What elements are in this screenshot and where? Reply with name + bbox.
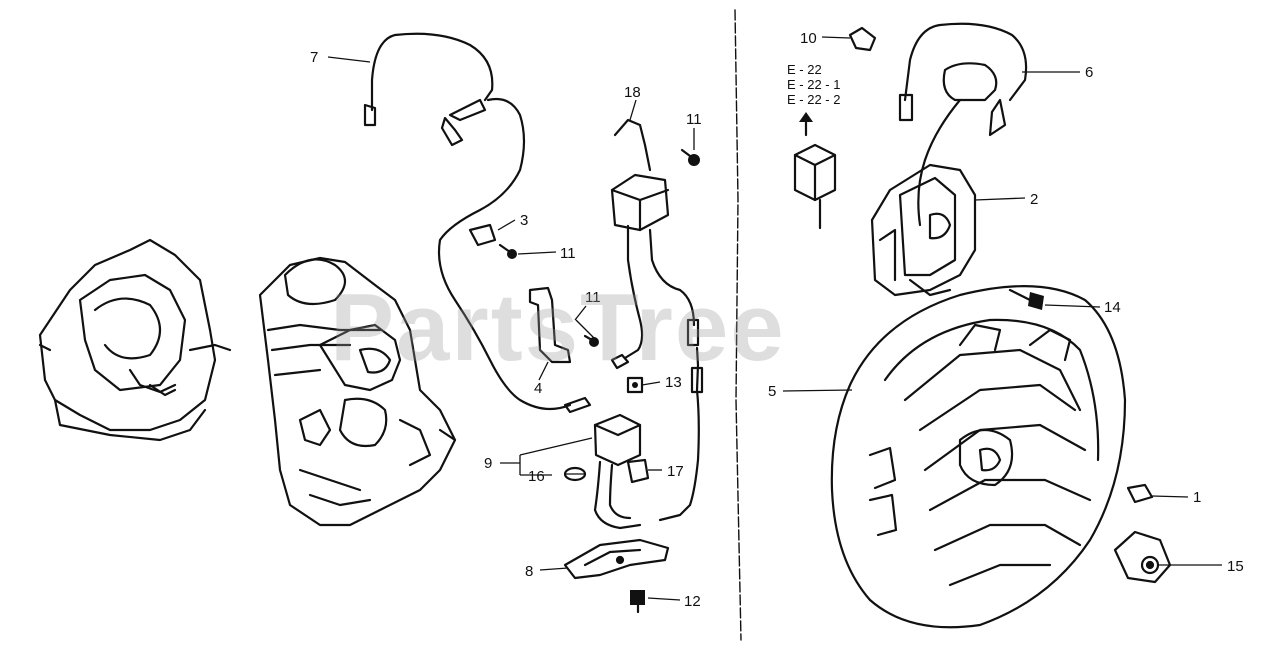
spark-plug-wire-6-part <box>898 22 1028 227</box>
wire-lead-part <box>658 346 704 522</box>
ref-code-3: E - 22 - 2 <box>787 92 840 107</box>
callout-17: 17 <box>667 463 684 480</box>
callout-15: 15 <box>1227 558 1244 575</box>
callout-16: 16 <box>528 468 545 485</box>
callout-11-c: 11 <box>686 111 702 128</box>
callout-10: 10 <box>800 30 817 47</box>
callout-1: 1 <box>1193 489 1201 506</box>
reference-arrow <box>799 112 813 137</box>
reference-codes: E - 22 E - 22 - 1 E - 22 - 2 <box>787 62 840 107</box>
key-1-part <box>1126 483 1154 504</box>
bolt-11-upper <box>498 243 517 259</box>
crankcase-cover-part <box>38 238 232 442</box>
grommet-16-part <box>563 466 587 482</box>
bolt-11-top <box>680 148 700 166</box>
callout-labels: 7 3 11 11 11 4 18 13 9 16 17 8 12 10 6 2… <box>310 30 1244 610</box>
mounting-plate-8-part <box>563 538 670 580</box>
bolt-14-part <box>1008 288 1044 310</box>
callout-4: 4 <box>534 380 542 397</box>
nut-15-part <box>1113 530 1172 584</box>
callout-11-b: 11 <box>585 289 601 306</box>
callout-18: 18 <box>624 84 641 101</box>
callout-7: 7 <box>310 49 318 66</box>
coil-module-18-part <box>610 118 700 370</box>
callout-9: 9 <box>484 455 492 472</box>
section-divider <box>734 9 742 641</box>
callout-2: 2 <box>1030 191 1038 208</box>
callout-11-a: 11 <box>560 245 576 262</box>
stop-switch-bracket-part <box>528 286 572 364</box>
ref-code-1: E - 22 <box>787 62 822 77</box>
ignition-module-2-part <box>870 163 977 297</box>
callout-8: 8 <box>525 563 533 580</box>
ref-code-2: E - 22 - 1 <box>787 77 840 92</box>
callout-5: 5 <box>768 383 776 400</box>
ignition-coil-9-part <box>593 413 642 530</box>
callout-6: 6 <box>1085 64 1093 81</box>
screw-12-part <box>630 590 645 614</box>
ground-terminal-10-part <box>848 26 877 52</box>
callout-14: 14 <box>1104 299 1121 316</box>
coil-connector-part <box>793 143 837 230</box>
nut-13-part <box>626 376 644 394</box>
cap-17-part <box>626 458 650 484</box>
leader-lines <box>327 36 1222 601</box>
ignition-wire-part <box>363 32 592 414</box>
callout-3: 3 <box>520 212 528 229</box>
watermark: PartsTree <box>330 274 786 381</box>
callout-12: 12 <box>684 593 701 610</box>
flywheel-5-part <box>830 285 1127 629</box>
callout-13: 13 <box>665 374 682 391</box>
bolt-11-middle <box>583 334 599 347</box>
engine-block-part <box>258 256 457 527</box>
wire-clamp-part <box>468 223 497 247</box>
